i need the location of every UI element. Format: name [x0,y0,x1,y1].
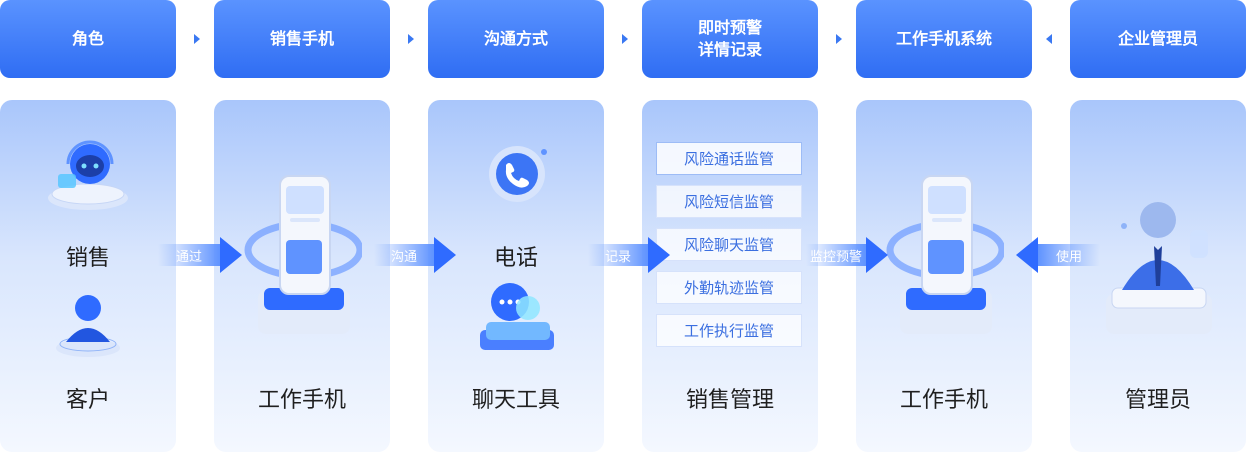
admin-person-icon [1106,202,1212,334]
headset-robot-icon [48,140,128,210]
phone-call-icon [489,146,547,202]
communication-phone-label: 电话 [493,246,538,271]
role-sales-label: 销售 [65,246,110,271]
flow-record-label: 记录 [588,244,648,266]
customer-icon [56,295,120,357]
header-arrow-right-3 [622,34,628,44]
flow-use-arrowhead [1016,237,1038,273]
sales-phone-label: 工作手机 [257,388,346,413]
header-arrow-left-5 [1046,34,1052,44]
header-communication: 沟通方式 [428,0,604,78]
header-system: 工作手机系统 [856,0,1032,78]
flow-communicate-arrowhead [434,237,456,273]
monitor-item: 外勤轨迹监管 [656,271,802,304]
monitor-item: 工作执行监管 [656,314,802,347]
flow-arrow-record: 记录 [588,237,670,273]
system-phone-label: 工作手机 [899,388,988,413]
smartphone-icon [886,175,1004,334]
header-sales-phone: 销售手机 [214,0,390,78]
flow-arrow-communicate: 沟通 [374,237,456,273]
flow-monitor-warning-label: 监控预警 [806,244,866,266]
flow-pass-label: 通过 [158,244,220,266]
flow-record-arrowhead [648,237,670,273]
header-arrow-right-1 [194,34,200,44]
communication-chat-label: 聊天工具 [471,388,560,413]
flow-monitor-warning-arrowhead [866,237,888,273]
header-role-label: 角色 [71,29,104,48]
header-admin-label: 企业管理员 [1117,29,1198,48]
smartphone-icon [244,175,362,334]
admin-label: 管理员 [1124,388,1191,413]
header-system-label: 工作手机系统 [895,29,992,48]
records-label: 销售管理 [685,388,774,413]
flow-arrow-pass: 通过 [158,237,242,273]
header-arrow-right-2 [408,34,414,44]
role-customer-label: 客户 [65,388,110,413]
monitor-item: 风险聊天监管 [656,228,802,261]
flow-arrow-use: 使用 [1016,237,1100,273]
header-records: 即时预警 详情记录 [642,0,818,78]
header-role: 角色 [0,0,176,78]
flow-pass-arrowhead [220,237,242,273]
flow-communicate-label: 沟通 [374,244,434,266]
chat-bubble-icon [480,283,554,350]
header-sales-phone-label: 销售手机 [269,29,334,48]
header-records-line-1: 即时预警 [697,18,762,37]
flow-use-label: 使用 [1038,244,1100,266]
monitor-item: 风险短信监管 [656,185,802,218]
header-arrow-right-4 [836,34,842,44]
flow-arrow-monitor-warning: 监控预警 [806,237,888,273]
header-records-line-2: 详情记录 [697,40,762,59]
header-communication-label: 沟通方式 [483,29,548,48]
header-admin: 企业管理员 [1070,0,1246,78]
monitor-item: 风险通话监管 [656,142,802,175]
